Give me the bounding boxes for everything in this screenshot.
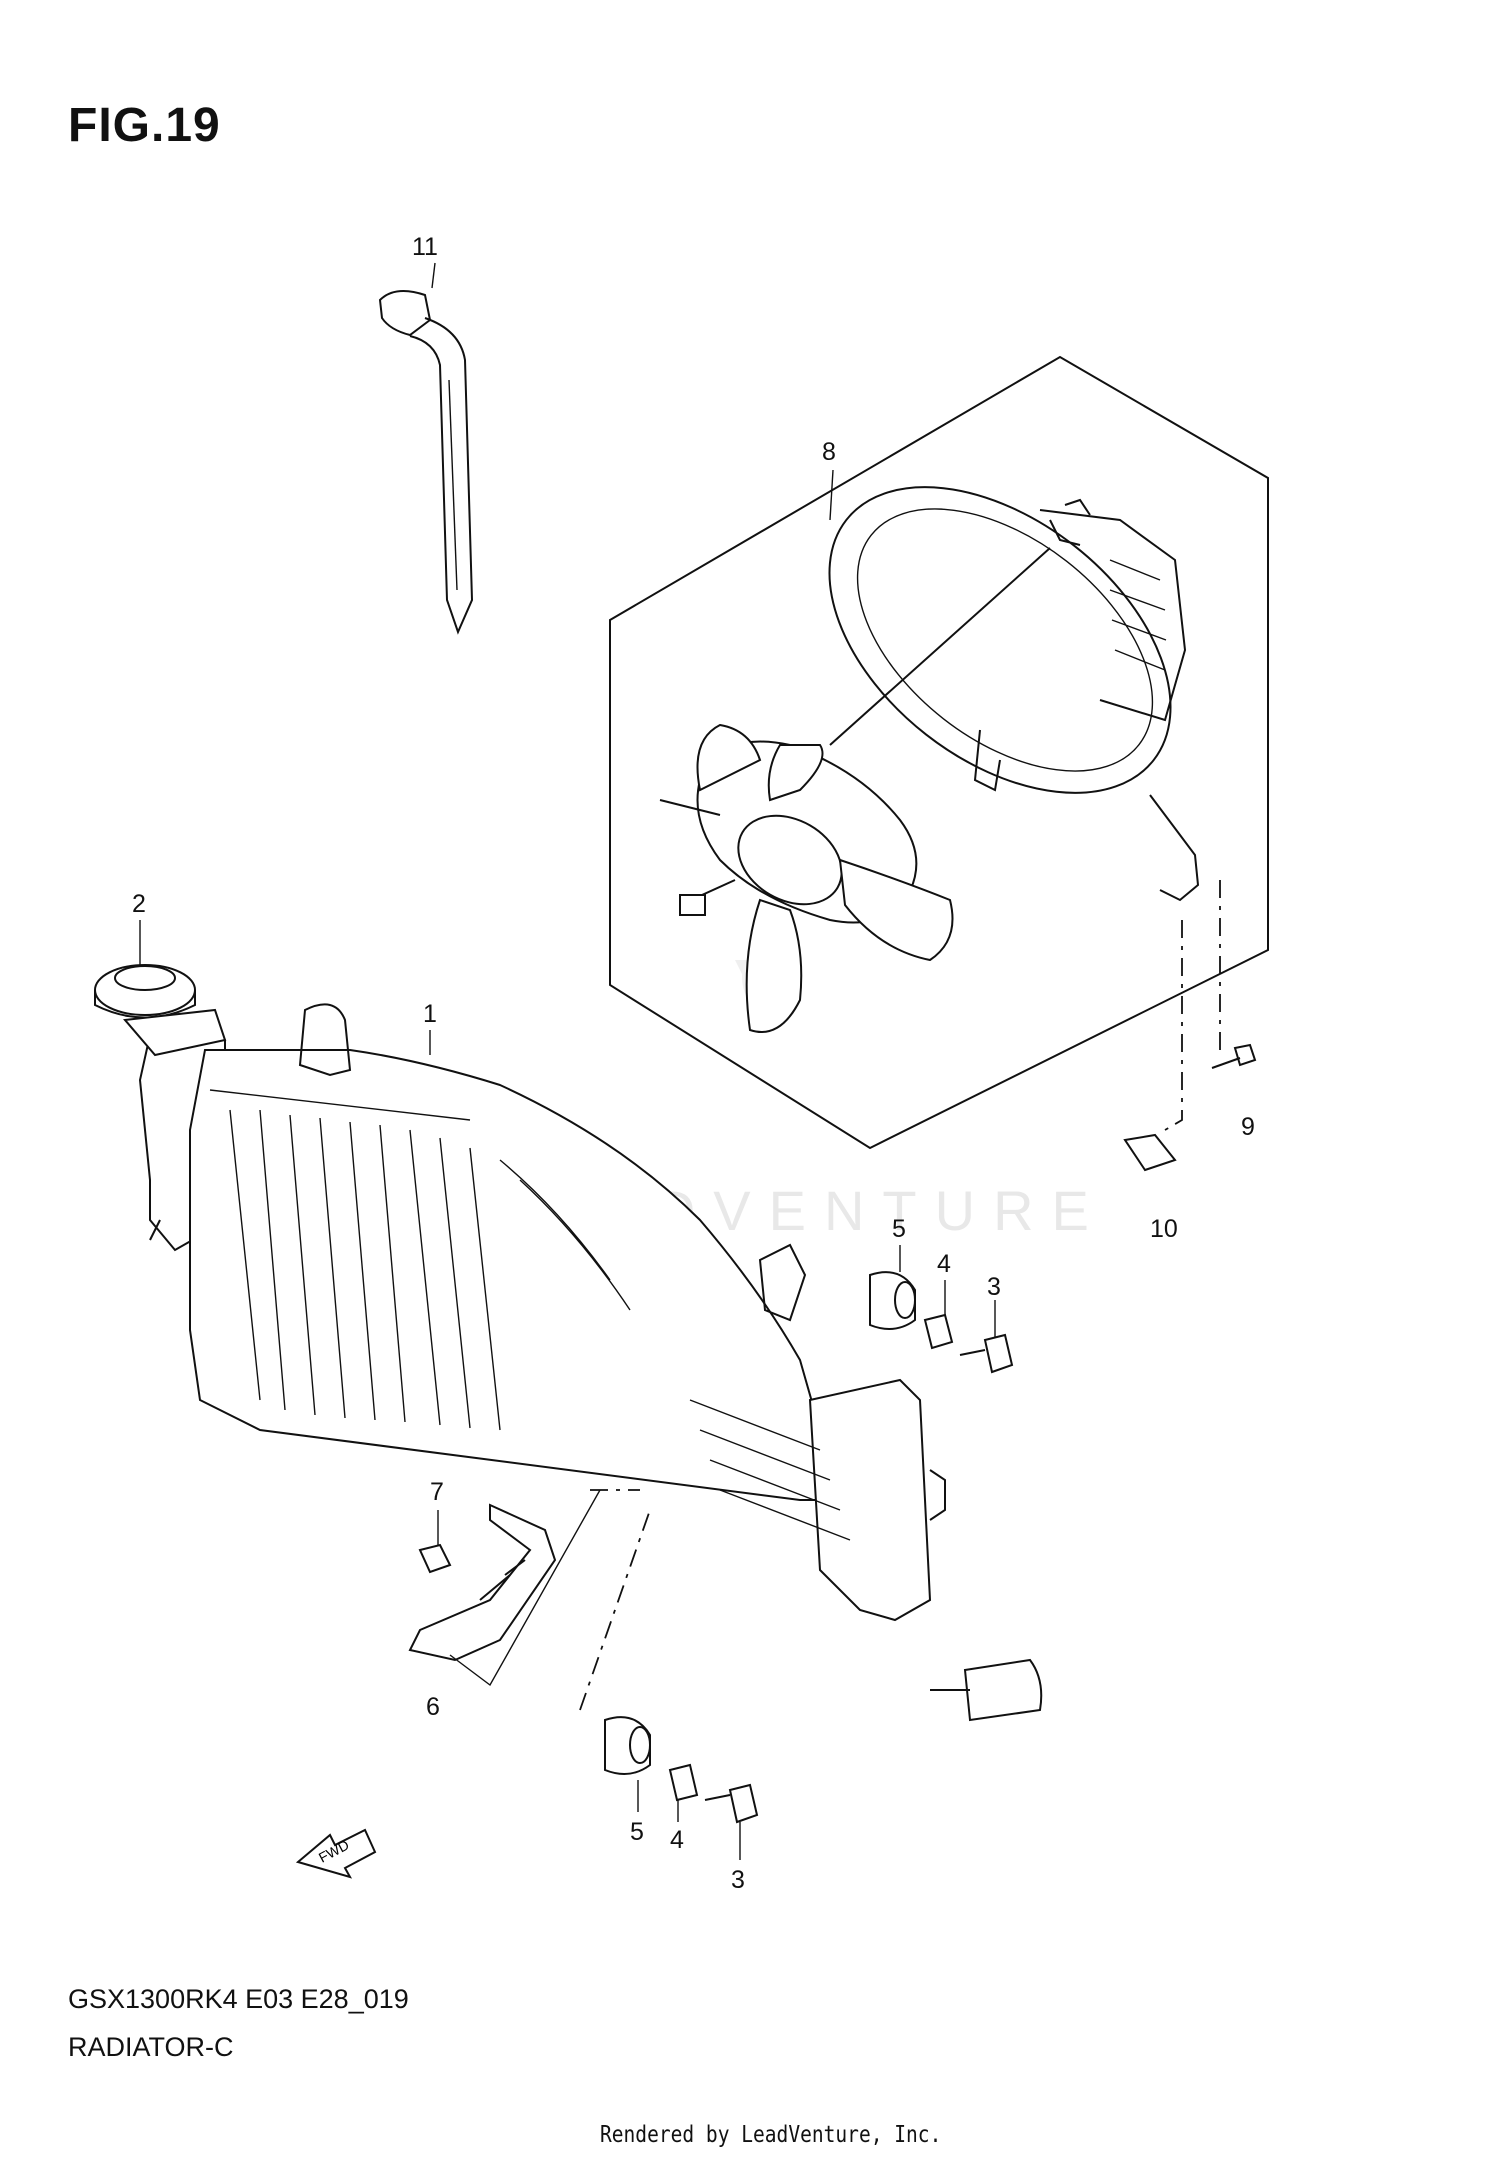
callout-2: 2 (132, 890, 146, 918)
bolt-part-3-upper (959, 1333, 1014, 1374)
callout-7: 7 (430, 1478, 444, 1506)
radiator-part (138, 1003, 1043, 1722)
callout-11: 11 (412, 233, 438, 261)
collar-part-4-lower (668, 1763, 699, 1802)
grommet-part-5-lower (604, 1716, 651, 1775)
model-code: GSX1300RK4 E03 E28_019 (68, 1984, 409, 2014)
bolt-part-3-lower (704, 1783, 759, 1824)
clip-part-10 (1123, 1133, 1177, 1172)
leader-6b (579, 1489, 651, 1711)
cable-tie-part (378, 290, 474, 635)
figure-title: FIG.19 (68, 99, 221, 152)
callout-9: 9 (1241, 1113, 1255, 1141)
radiator-cap-part (94, 964, 196, 1019)
callout-5-upper: 5 (892, 1215, 906, 1243)
collar-part-4-upper (923, 1313, 954, 1350)
callout-8: 8 (822, 438, 836, 466)
section-name: RADIATOR-C (68, 2032, 234, 2062)
fan-motor-part (659, 547, 1051, 1033)
screw-part-9 (1211, 1043, 1257, 1069)
bolt-part-7 (418, 1543, 452, 1574)
callout-3-upper: 3 (987, 1273, 1001, 1301)
callout-1: 1 (423, 1000, 437, 1028)
fan-assembly-boundary (609, 355, 1269, 1150)
filler-neck-part (123, 1008, 227, 1057)
forward-arrow: FWD (295, 1828, 377, 1879)
leader-6a (449, 1489, 601, 1687)
callout-10: 10 (1150, 1215, 1178, 1243)
callout-4-lower: 4 (670, 1826, 684, 1854)
leader-lines (139, 262, 996, 1860)
leader-10 (1164, 920, 1183, 1131)
grommet-part-5-upper (869, 1271, 916, 1330)
callout-5-lower: 5 (630, 1818, 644, 1846)
callout-6: 6 (426, 1693, 440, 1721)
rendered-by-credit: Rendered by LeadVenture, Inc. (600, 2122, 942, 2148)
fan-shroud-part (828, 486, 1200, 902)
callout-3-lower: 3 (731, 1866, 745, 1894)
callout-4-upper: 4 (937, 1250, 951, 1278)
bracket-part-6 (408, 1503, 557, 1662)
